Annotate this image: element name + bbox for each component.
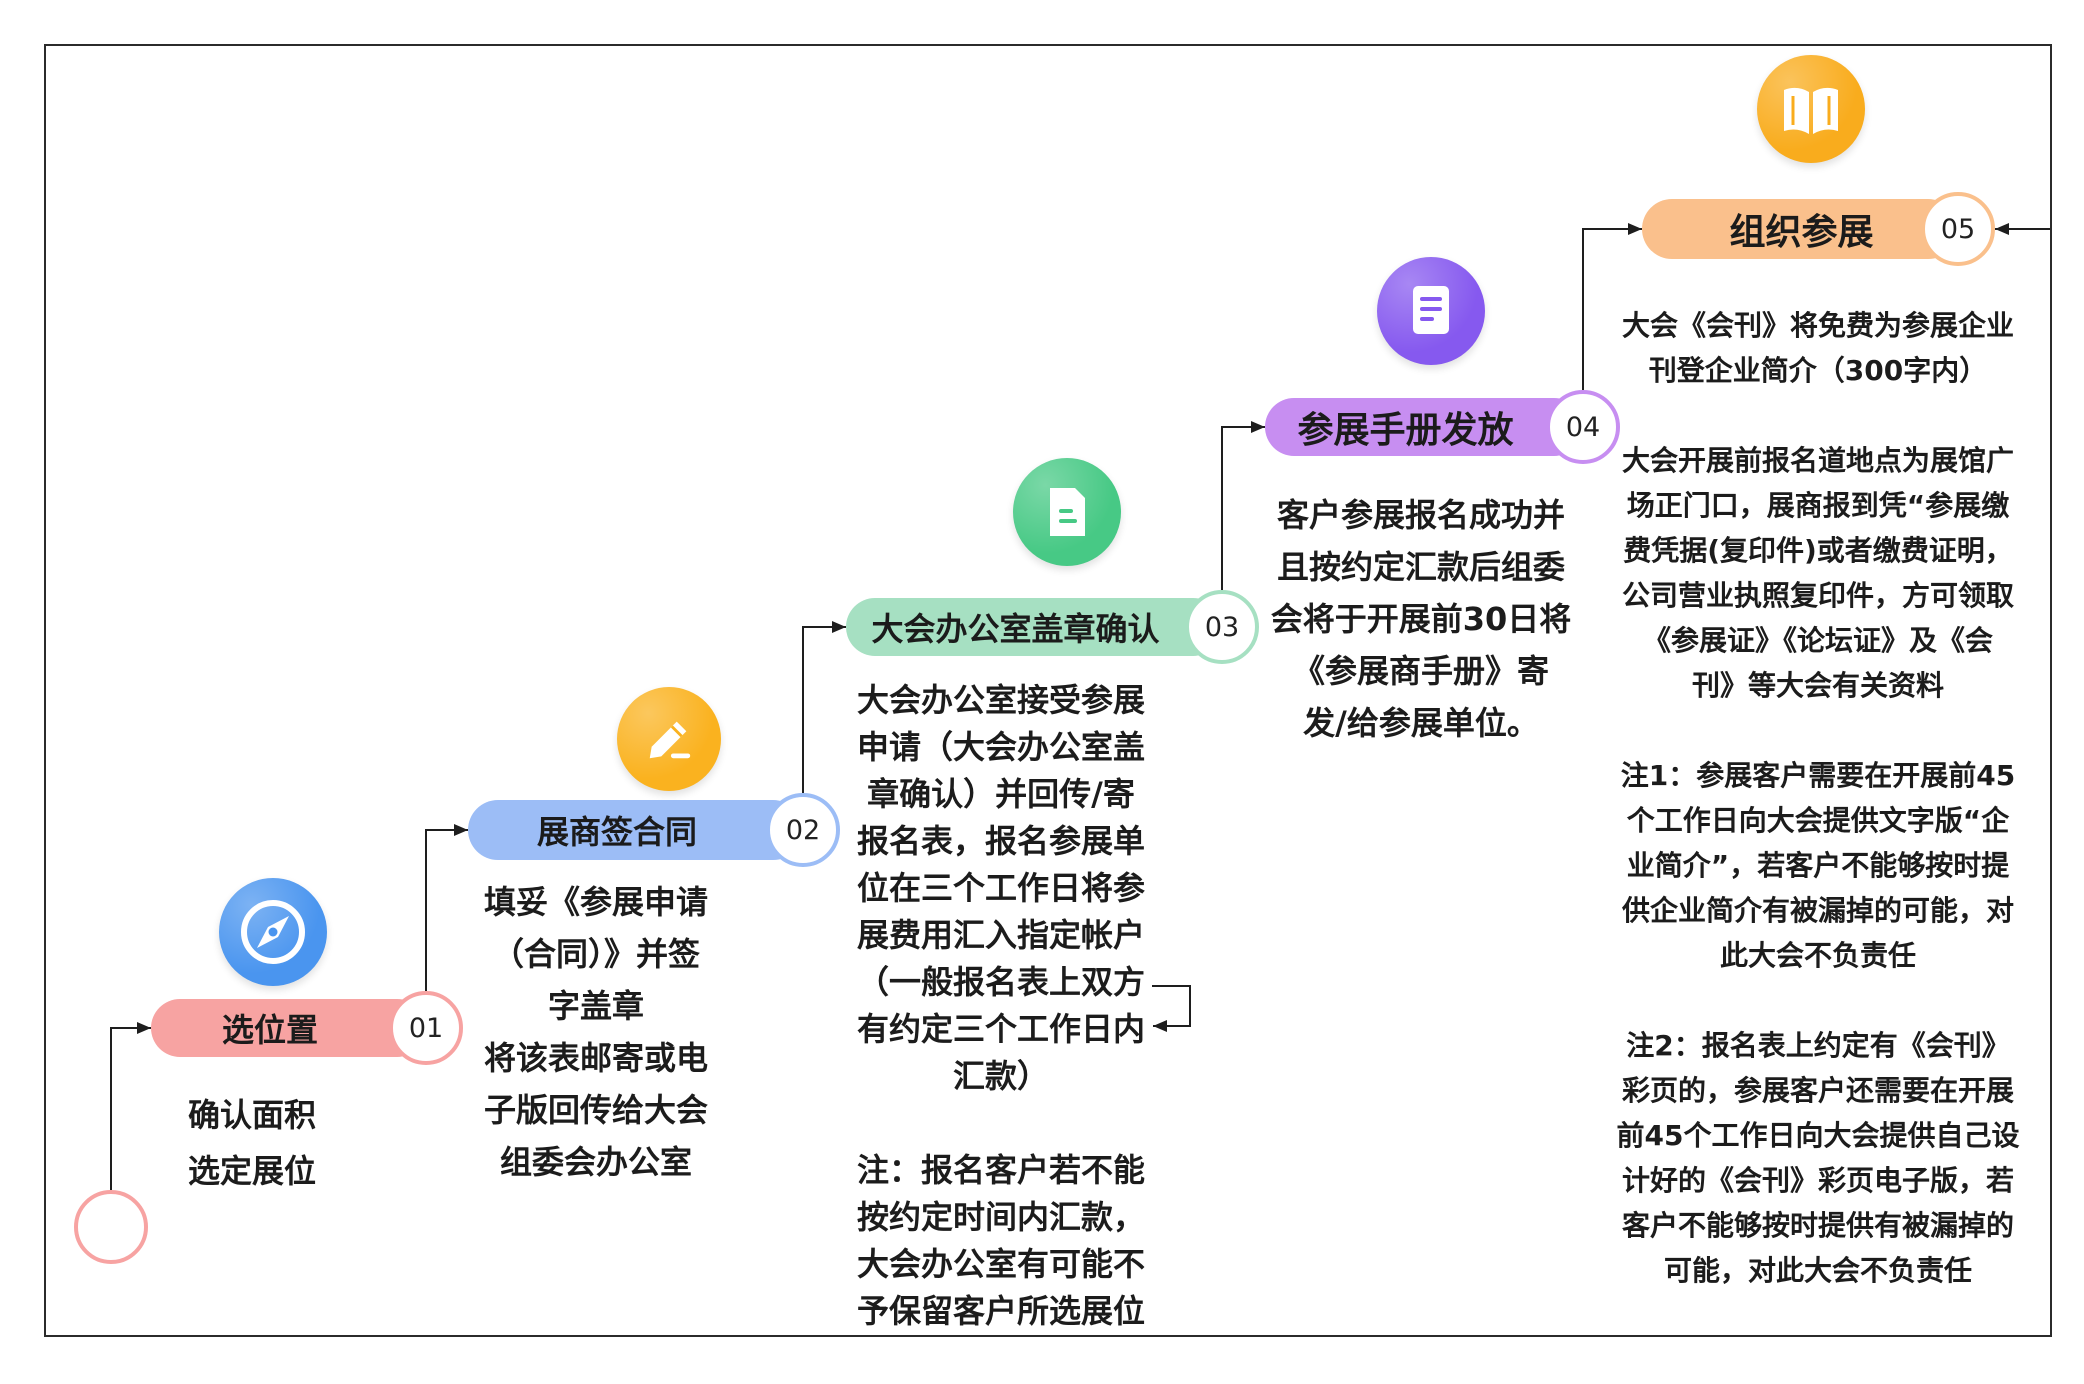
description-line: （合同）》并签 — [491, 935, 700, 973]
description-paragraph: 大会《会刊》将免费为参展企业 刊登企业简介（300字内） — [1613, 303, 2023, 393]
note-line: 业简介”，若客户不能够按时提 — [1626, 849, 2010, 882]
description-line: 选定展位 — [187, 1152, 316, 1190]
description-line: 申请（大会办公室盖 — [856, 728, 1145, 766]
connector-step-04-to-step-05 — [1582, 223, 1642, 390]
step-description: 确认面积 选定展位 — [152, 1087, 352, 1199]
step-title-pill: 大会办公室盖章确认 — [846, 598, 1222, 656]
description-line: 客户参展报名成功并 — [1276, 496, 1565, 534]
step-number-badge: 02 — [766, 793, 840, 867]
bracket-arrow-step-03 — [1152, 985, 1191, 1032]
step-number-badge: 04 — [1546, 390, 1620, 464]
step-number: 04 — [1565, 411, 1601, 443]
description-line: 会将于开展前30日将 — [1270, 600, 1572, 638]
note-line: 予保留客户所选展位 — [856, 1292, 1145, 1330]
step-title: 参展手册发放 — [1297, 410, 1514, 451]
step-title-pill: 参展手册发放 — [1265, 398, 1583, 456]
note-line: 可能，对此大会不负责任 — [1663, 1254, 1972, 1287]
description-line: 大会《会刊》将免费为参展企业 — [1621, 309, 2014, 342]
step-title-pill: 组织参展 — [1642, 199, 1958, 259]
note-line: 供企业简介有被漏掉的可能，对 — [1621, 894, 2014, 927]
description-line: 子版回传给大会 — [483, 1091, 708, 1129]
description-line: 《参展证》《论坛证》及《会 — [1642, 624, 1993, 657]
description-line: 将该表邮寄或电 — [483, 1039, 708, 1077]
description-paragraph: 大会办公室接受参展 申请（大会办公室盖 章确认）并回传/寄 报名表，报名参展单 … — [841, 677, 1161, 1100]
note-paragraph: 注2：报名表上约定有《会刊》 彩页的，参展客户还需要在开展 前45个工作日向大会… — [1613, 1023, 2023, 1293]
note-paragraph: 注1：参展客户需要在开展前45 个工作日向大会提供文字版“企 业简介”，若客户不… — [1613, 753, 2023, 978]
diagram-frame — [44, 44, 2052, 1337]
document-icon — [1013, 458, 1121, 566]
description-line: 组委会办公室 — [499, 1143, 692, 1181]
description-line: 字盖章 — [547, 987, 644, 1025]
file-text-icon — [1377, 257, 1485, 365]
edit-icon — [617, 687, 721, 791]
step-title-pill: 选位置 — [151, 999, 426, 1057]
step-description: 大会《会刊》将免费为参展企业 刊登企业简介（300字内） 大会开展前报名道地点为… — [1613, 303, 2023, 1293]
description-line: 场正门口，展商报到凭“参展缴 — [1626, 489, 2010, 522]
description-line: 展费用汇入指定帐户 — [856, 916, 1145, 954]
step-number: 05 — [1940, 213, 1976, 245]
description-line: 汇款） — [952, 1057, 1049, 1095]
description-line: 费凭据(复印件)或者缴费证明， — [1623, 534, 2013, 567]
step-description: 填妥《参展申请 （合同）》并签 字盖章 将该表邮寄或电 子版回传给大会 组委会办… — [446, 876, 746, 1188]
note-line: 注2：报名表上约定有《会刊》 — [1626, 1029, 2010, 1062]
note-line: 计好的《会刊》彩页电子版，若 — [1621, 1164, 2014, 1197]
note-line: 大会办公室有可能不 — [856, 1245, 1145, 1283]
compass-icon — [219, 878, 327, 986]
book-icon — [1757, 55, 1865, 163]
description-line: 《参展商手册》寄 — [1292, 652, 1549, 690]
description-line: 章确认）并回传/寄 — [867, 775, 1135, 813]
note-line: 注：报名客户若不能 — [856, 1151, 1145, 1189]
step-number: 02 — [785, 814, 821, 846]
note-line: 此大会不负责任 — [1719, 939, 1916, 972]
description-line: 填妥《参展申请 — [483, 883, 708, 921]
connector-step-01-to-step-02 — [425, 824, 468, 991]
connector-step-03-to-step-04 — [1221, 421, 1265, 590]
start-node — [74, 1190, 148, 1264]
description-paragraph: 填妥《参展申请 （合同）》并签 字盖章 将该表邮寄或电 子版回传给大会 组委会办… — [446, 876, 746, 1188]
note-line: 客户不能够按时提供有被漏掉的 — [1621, 1209, 2014, 1242]
description-line: 报名表，报名参展单 — [856, 822, 1145, 860]
step-number: 01 — [408, 1012, 444, 1044]
description-paragraph: 客户参展报名成功并 且按约定汇款后组委 会将于开展前30日将 《参展商手册》寄 … — [1251, 489, 1591, 749]
description-line: 且按约定汇款后组委 — [1276, 548, 1565, 586]
note-line: 按约定时间内汇款， — [856, 1198, 1145, 1236]
step-number-badge: 01 — [389, 991, 463, 1065]
connector-start-to-step-01 — [110, 1022, 151, 1190]
description-line: 位在三个工作日将参 — [856, 869, 1145, 907]
step-number-badge: 05 — [1921, 192, 1995, 266]
note-line: 个工作日向大会提供文字版“企 — [1626, 804, 2010, 837]
note-paragraph: 注：报名客户若不能 按约定时间内汇款， 大会办公室有可能不 予保留客户所选展位 — [841, 1147, 1161, 1335]
description-line: 发/给参展单位。 — [1303, 704, 1539, 742]
step-title: 展商签合同 — [536, 813, 697, 851]
description-line: 确认面积 — [187, 1096, 316, 1134]
step-title-pill: 展商签合同 — [468, 800, 803, 860]
description-line: （一般报名表上双方 — [856, 963, 1145, 1001]
step-description: 客户参展报名成功并 且按约定汇款后组委 会将于开展前30日将 《参展商手册》寄 … — [1251, 489, 1591, 749]
description-line: 大会开展前报名道地点为展馆广 — [1621, 444, 2014, 477]
note-line: 注1：参展客户需要在开展前45 — [1620, 759, 2016, 792]
description-paragraph: 大会开展前报名道地点为展馆广 场正门口，展商报到凭“参展缴 费凭据(复印件)或者… — [1613, 438, 2023, 708]
note-line: 前45个工作日向大会提供自己设 — [1616, 1119, 2020, 1152]
step-title: 选位置 — [221, 1011, 318, 1049]
step-description: 大会办公室接受参展 申请（大会办公室盖 章确认）并回传/寄 报名表，报名参展单 … — [841, 677, 1161, 1335]
description-line: 公司营业执照复印件，方可领取 — [1621, 579, 2014, 612]
description-line: 刊登企业简介（300字内） — [1648, 354, 1988, 387]
description-paragraph: 确认面积 选定展位 — [152, 1087, 352, 1199]
note-line: 彩页的，参展客户还需要在开展 — [1621, 1074, 2014, 1107]
connector-step-02-to-step-03 — [802, 621, 846, 793]
step-number-badge: 03 — [1185, 590, 1259, 664]
description-line: 大会办公室接受参展 — [856, 681, 1145, 719]
step-title: 组织参展 — [1729, 212, 1874, 253]
description-line: 有约定三个工作日内 — [856, 1010, 1145, 1048]
step-number: 03 — [1204, 611, 1240, 643]
description-line: 刊》等大会有关资料 — [1691, 669, 1944, 702]
step-title: 大会办公室盖章确认 — [871, 610, 1160, 648]
